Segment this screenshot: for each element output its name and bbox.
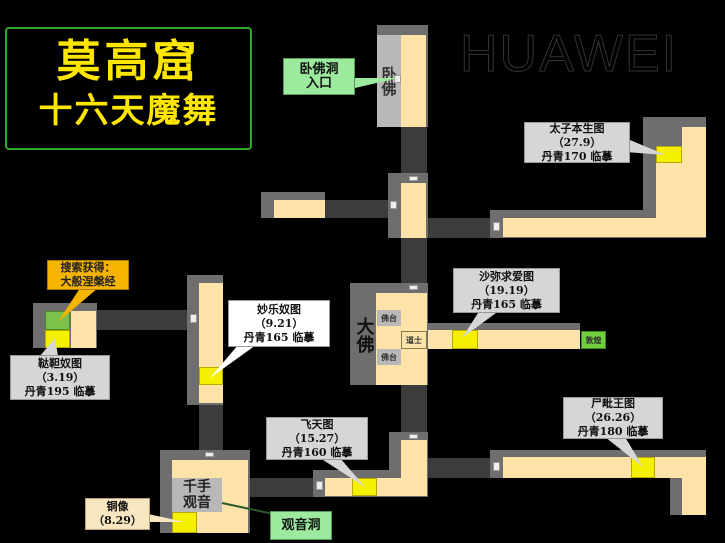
mural-name: 飞天图 <box>300 417 334 431</box>
mural-name: 尸毗王图 <box>591 397 635 410</box>
corridor[interactable] <box>97 310 187 330</box>
callout-shami: 沙弥求爱图 （19.19） 丹青165 临摹 <box>453 268 560 313</box>
dunhuang-exit[interactable]: 敦煌 <box>581 331 606 349</box>
callout-search: 搜索获得： 大般涅槃经 <box>47 260 129 290</box>
callout-tongxiang: 铜像 （8.29） <box>85 498 150 530</box>
title-line2: 十六天魔舞 <box>38 91 219 131</box>
room-floor <box>401 183 426 238</box>
wall <box>670 478 682 515</box>
mural-value: （26.26） <box>584 411 642 424</box>
door-icon[interactable] <box>409 434 418 439</box>
mural-name: 鞑靼奴图 <box>38 356 82 370</box>
daoshi[interactable]: 道士 <box>401 331 427 349</box>
dafo-statue: 大佛 <box>353 317 375 353</box>
corridor[interactable] <box>428 458 490 478</box>
room-floor <box>71 311 96 348</box>
fotai-bottom: 佛台 <box>377 349 401 365</box>
callout-taizi: 太子本生图 （27.9） 丹青170 临摹 <box>524 122 630 163</box>
mural-value: （19.19） <box>478 283 535 297</box>
room-floor <box>503 457 706 478</box>
mural-name: 太子本生图 <box>549 121 605 135</box>
door-icon[interactable] <box>409 176 418 181</box>
callout-text: 观音洞 <box>281 517 321 533</box>
mural-note: 丹青170 临摹 <box>541 149 613 163</box>
door-icon[interactable] <box>390 201 397 209</box>
mural-note: 丹青180 临摹 <box>577 425 649 438</box>
room-floor <box>682 127 706 237</box>
mural-name: 沙弥求爱图 <box>479 269 534 283</box>
callout-wofo-entrance: 卧佛洞入口 <box>283 58 355 95</box>
callout-dada: 鞑靼奴图 （3.19） 丹青195 临摹 <box>10 355 110 400</box>
search-line2: 大般涅槃经 <box>60 275 116 288</box>
room-floor <box>274 200 325 218</box>
corridor[interactable] <box>199 405 223 450</box>
room-floor <box>682 478 706 515</box>
mural-name: 铜像 <box>106 500 129 513</box>
corridor[interactable] <box>325 200 388 218</box>
corridor[interactable] <box>250 478 313 497</box>
mural-value: （8.29） <box>93 514 142 527</box>
callout-guanyin-cave: 观音洞 <box>270 511 332 540</box>
door-icon[interactable] <box>493 222 500 231</box>
title-line1: 莫高窟 <box>56 36 201 87</box>
corridor[interactable] <box>428 218 490 238</box>
callout-feitian: 飞天图 （15.27） 丹青160 临摹 <box>266 417 368 460</box>
door-icon[interactable] <box>394 75 401 83</box>
mural-shami[interactable] <box>452 330 478 349</box>
room-floor <box>656 163 682 218</box>
callout-text: 卧佛洞入口 <box>299 61 339 91</box>
mural-value: （27.9） <box>552 135 602 149</box>
mural-taizi[interactable] <box>656 146 682 163</box>
qianshou-guanyin: 千手观音 <box>172 478 222 512</box>
mural-value: （3.19） <box>35 370 85 384</box>
wofo-floor <box>401 35 426 127</box>
room-floor <box>401 440 427 496</box>
callout-miaole: 妙乐奴图 （9.21） 丹青165 临摹 <box>228 300 330 347</box>
mural-tongxiang[interactable] <box>172 512 197 533</box>
mural-value: （15.27） <box>288 431 346 445</box>
corridor[interactable] <box>401 238 427 283</box>
search-line1: 搜索获得： <box>60 261 116 274</box>
map-title: 莫高窟 十六天魔舞 <box>5 27 252 150</box>
watermark: HUAWEI <box>459 25 679 84</box>
door-icon[interactable] <box>316 481 323 490</box>
mural-note: 丹青160 临摹 <box>281 445 353 459</box>
mural-note: 丹青165 临摹 <box>471 297 542 311</box>
room-floor <box>503 218 706 237</box>
mural-note: 丹青195 临摹 <box>24 384 96 398</box>
callout-shipi: 尸毗王图 （26.26） 丹青180 临摹 <box>563 397 663 439</box>
door-icon[interactable] <box>409 285 418 290</box>
corridor[interactable] <box>401 127 427 175</box>
corridor[interactable] <box>401 385 427 432</box>
mural-name: 妙乐奴图 <box>257 302 301 316</box>
door-icon[interactable] <box>493 462 500 471</box>
fotai-top: 佛台 <box>377 310 401 326</box>
mural-note: 丹青165 临摹 <box>243 330 315 344</box>
door-icon[interactable] <box>205 452 214 457</box>
door-icon[interactable] <box>190 314 197 323</box>
mural-value: （9.21） <box>254 316 304 330</box>
